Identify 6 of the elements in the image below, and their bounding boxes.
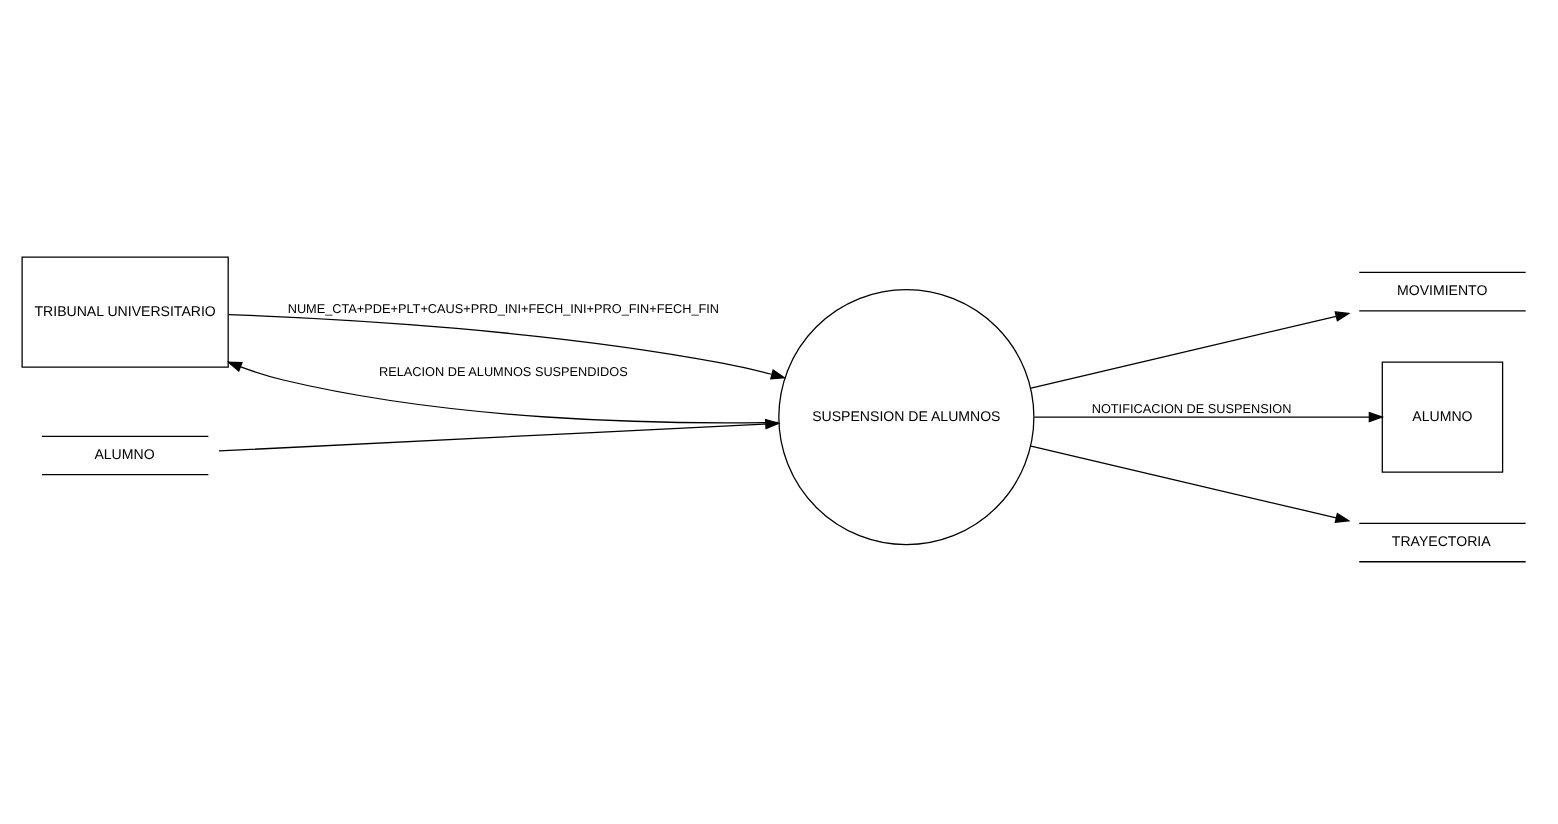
arrow [1030, 445, 1351, 523]
arrow [226, 361, 779, 424]
arrow [1033, 411, 1385, 423]
arrow [218, 418, 781, 452]
arrow [228, 314, 787, 380]
arrow [1030, 311, 1351, 389]
